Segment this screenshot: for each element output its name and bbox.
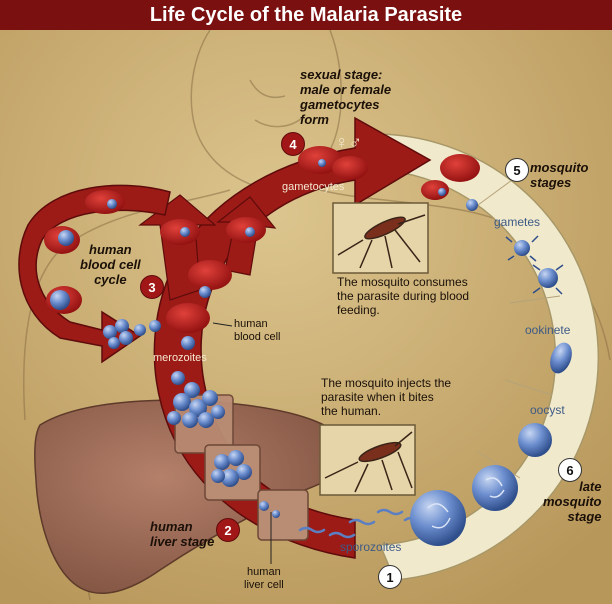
- pointer-line: [212, 322, 233, 327]
- red-blood-cell: [332, 156, 368, 180]
- sporozoites-label: sporozoites: [340, 540, 402, 554]
- ring-divider: [504, 379, 553, 396]
- liver-schizont: [211, 450, 252, 487]
- oocyst-label: oocyst: [530, 403, 565, 417]
- mosquito-feeding-inset: [332, 202, 429, 274]
- title-bar: Life Cycle of the Malaria Parasite: [0, 0, 612, 30]
- gamete-cells: [505, 235, 564, 295]
- stage-6-number: 6: [558, 458, 582, 482]
- liver-schizont: [167, 371, 225, 428]
- gametocytes-label: gametocytes: [282, 181, 345, 193]
- oocyst-cell: [472, 465, 518, 511]
- consumes-caption: The mosquito consumes the parasite durin…: [337, 275, 470, 317]
- stage-2-number: 2: [216, 518, 240, 542]
- mosquito-icon: [324, 431, 413, 493]
- merozoite-cluster: [103, 319, 161, 349]
- stage-2-label: human liver stage: [150, 519, 215, 549]
- ring-divider: [477, 179, 513, 206]
- human-blood-cell-label: human blood cell: [234, 318, 281, 343]
- stage-4-label: sexual stage: male or female gametocytes…: [300, 67, 392, 127]
- stage-3-label: human blood cell cycle: [80, 242, 141, 287]
- red-blood-cell: [166, 303, 210, 333]
- stage-1-number: 1: [378, 565, 402, 589]
- oocyst-cell: [410, 490, 466, 546]
- red-blood-cell: [85, 190, 125, 214]
- merozoites-label: merozoites: [153, 352, 207, 364]
- page-title: Life Cycle of the Malaria Parasite: [149, 3, 463, 26]
- human-liver-cell-label: human liver cell: [244, 566, 284, 591]
- parasite-cells: [50, 159, 478, 350]
- blood-cell-cycle-arrow: [18, 184, 171, 364]
- red-blood-cell: [440, 154, 480, 182]
- oocyst-texture: [427, 477, 505, 529]
- gender-symbols: ♀♂: [335, 132, 362, 152]
- mosquito-icon: [337, 214, 426, 269]
- ookinete-cell: [550, 342, 572, 374]
- ring-divider: [509, 295, 561, 304]
- red-blood-cell: [188, 260, 232, 290]
- stage-6-label: late mosquito stage: [543, 479, 602, 524]
- stage-4-number: 4: [281, 132, 305, 156]
- sporozoite-in-cell: [259, 501, 269, 511]
- sporozoite-in-cell: [272, 510, 280, 518]
- liver-cell-square: [257, 489, 309, 541]
- oocyst-cell: [518, 423, 552, 457]
- stage-3-number: 3: [140, 275, 164, 299]
- ring-divider: [477, 451, 521, 479]
- ookinete-label: ookinete: [525, 323, 571, 337]
- stage-5-label: mosquito stages: [530, 160, 589, 190]
- stage-5-number: 5: [505, 158, 529, 182]
- red-blood-cells: [44, 146, 480, 333]
- gametes-label: gametes: [494, 215, 541, 229]
- injects-caption: The mosquito injects the parasite when i…: [321, 376, 452, 418]
